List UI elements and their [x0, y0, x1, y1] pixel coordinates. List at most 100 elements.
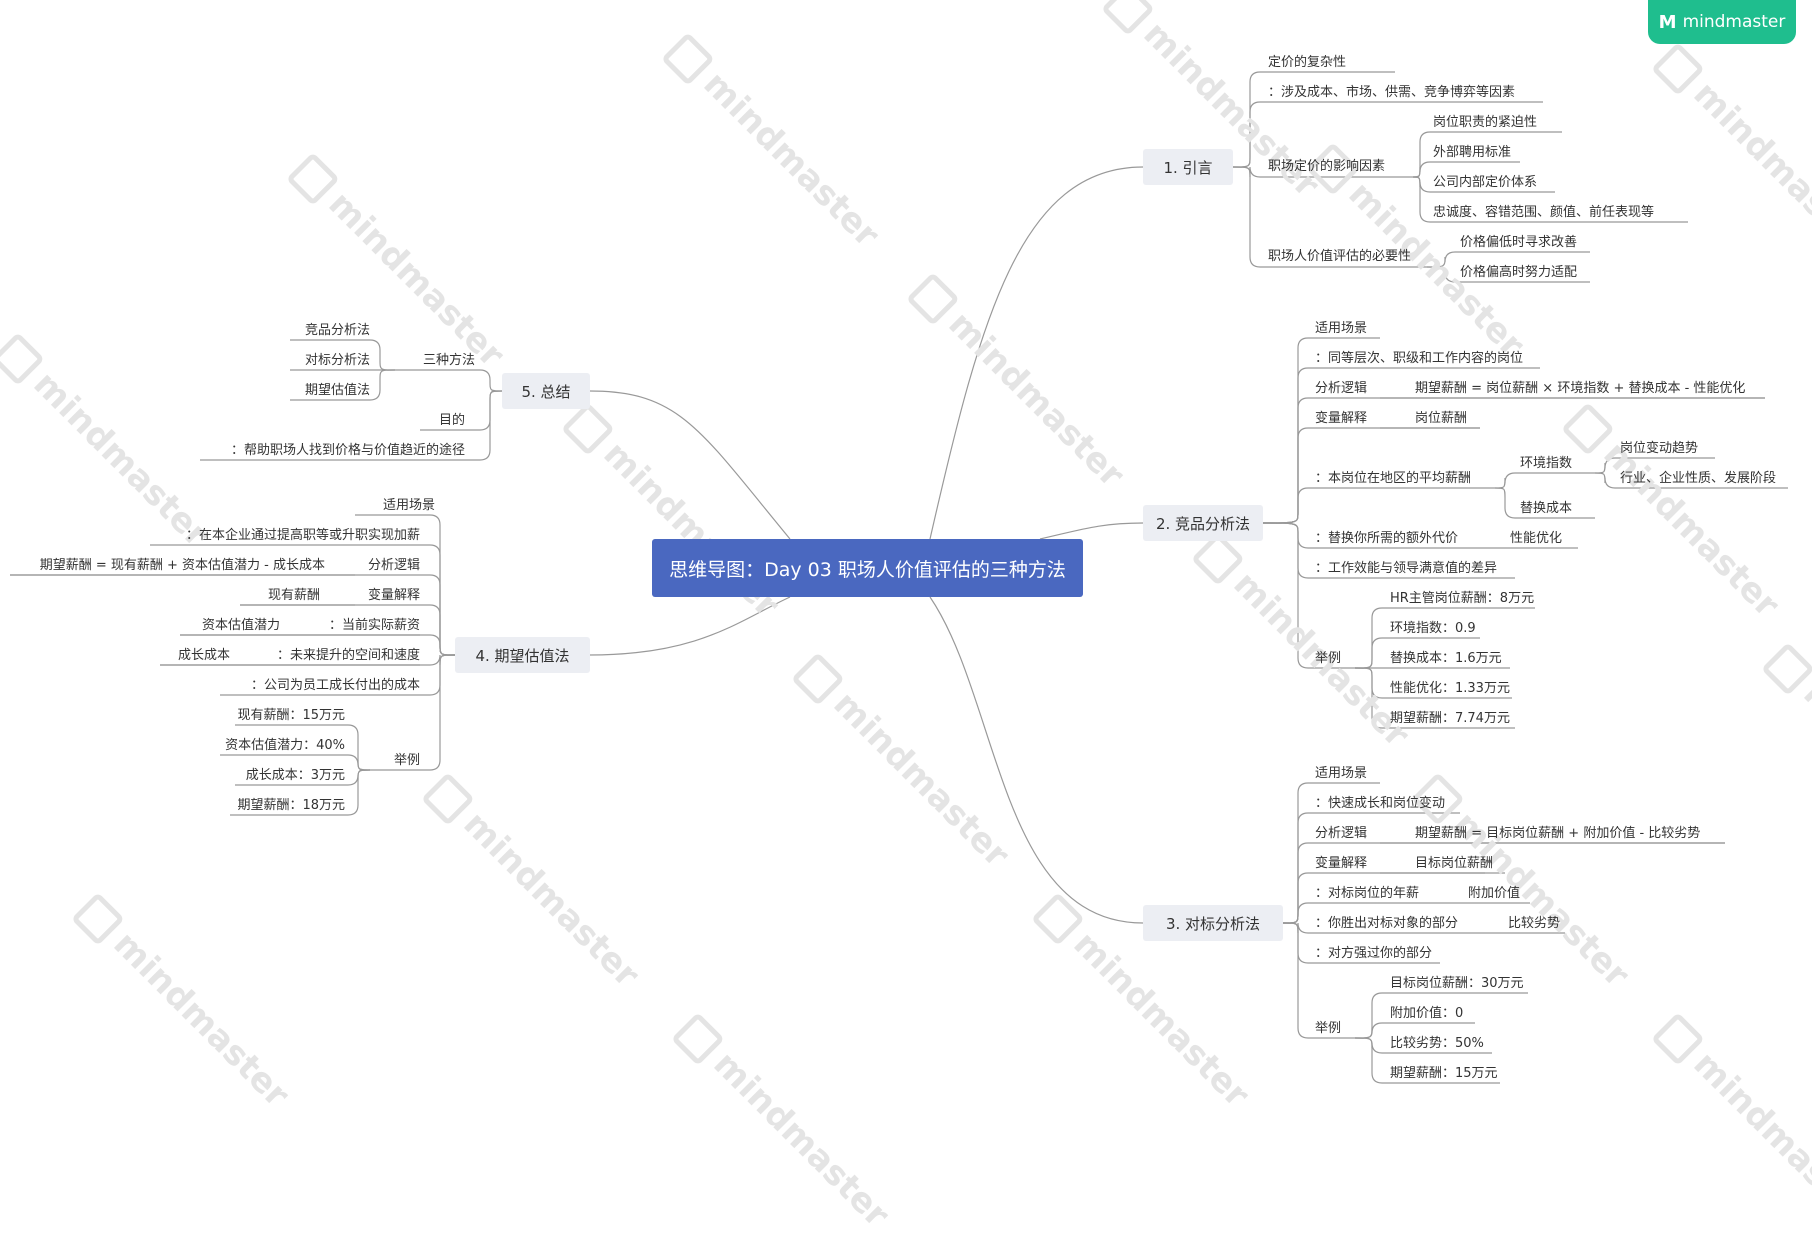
branch-expectation-valuation[interactable]: 4. 期望估值法	[455, 637, 590, 673]
node-scenario[interactable]: 适用场景	[382, 498, 435, 513]
node-example-item[interactable]: 期望薪酬：15万元	[1390, 1066, 1498, 1081]
node-scenario-detail[interactable]: ：快速成长和岗位变动	[1315, 796, 1446, 811]
node-example[interactable]: 举例	[1315, 651, 1342, 666]
node-var-desc[interactable]: ：公司为员工成长付出的成本	[250, 678, 420, 693]
node-var-desc[interactable]: ：当前实际薪资	[328, 618, 420, 633]
connector-line	[589, 596, 791, 656]
node-var-env-index[interactable]: 环境指数	[1520, 456, 1573, 471]
branch-competitor-analysis[interactable]: 2. 竞品分析法	[1143, 505, 1263, 541]
connector-line	[1282, 922, 1355, 1039]
node-method-item[interactable]: 竞品分析法	[304, 323, 370, 338]
mindmaster-logo-icon: M	[1658, 11, 1677, 33]
node-pricing-factors[interactable]: 职场定价的影响因素	[1268, 159, 1386, 174]
node-three-methods[interactable]: 三种方法	[422, 353, 475, 368]
node-necessity-item[interactable]: 价格偏高时努力适配	[1460, 265, 1578, 280]
node-var-added-value[interactable]: 附加价值	[1468, 886, 1521, 901]
connector-line	[1594, 457, 1715, 474]
connector-line	[1354, 1022, 1475, 1039]
node-var-performance[interactable]: 性能优化	[1510, 531, 1563, 546]
connector-line	[929, 166, 1144, 540]
node-var-current-salary[interactable]: 现有薪酬	[267, 588, 320, 603]
node-var-job-salary[interactable]: 岗位薪酬	[1415, 411, 1468, 426]
node-logic[interactable]: 分析逻辑	[1315, 381, 1368, 396]
connector-line	[1232, 166, 1427, 268]
connector-line	[220, 754, 371, 771]
node-var-desc[interactable]: ：本岗位在地区的平均薪酬	[1315, 471, 1472, 486]
node-example-item[interactable]: 附加价值：0	[1390, 1006, 1464, 1021]
node-example-item[interactable]: 替换成本：1.6万元	[1390, 651, 1502, 666]
node-example[interactable]: 举例	[1315, 1021, 1342, 1036]
connector-line	[1594, 472, 1788, 489]
node-scenario-detail[interactable]: ：在本企业通过提高职等或升职实现加薪	[185, 528, 420, 543]
node-env-item[interactable]: 岗位变动趋势	[1620, 441, 1699, 456]
node-example-item[interactable]: 期望薪酬：18万元	[237, 798, 345, 813]
node-scenario[interactable]: 适用场景	[1315, 321, 1368, 336]
connector-line	[200, 390, 503, 461]
connector-line	[1354, 1037, 1500, 1084]
node-vars[interactable]: 变量解释	[367, 588, 420, 603]
connector-line	[1282, 902, 1440, 924]
node-example-item[interactable]: 比较劣势：50%	[1390, 1036, 1484, 1051]
node-example-item[interactable]: 资本估值潜力：40%	[225, 738, 345, 753]
node-factor-item[interactable]: 公司内部定价体系	[1433, 175, 1538, 190]
node-pricing-complexity[interactable]: 定价的复杂性	[1268, 55, 1347, 70]
node-factor-item[interactable]: 岗位职责的紧迫性	[1433, 115, 1538, 130]
node-var-growth-cost[interactable]: 成长成本	[177, 648, 230, 663]
node-factor-item[interactable]: 忠诚度、容错范围、颜值、前任表现等	[1433, 205, 1655, 220]
connector-line	[230, 769, 371, 816]
node-formula[interactable]: 期望薪酬 = 目标岗位薪酬 + 附加价值 - 比较劣势	[1415, 826, 1701, 841]
node-example[interactable]: 举例	[393, 753, 420, 768]
connector-line	[1412, 161, 1520, 178]
connector-line	[1426, 251, 1590, 268]
branch-summary[interactable]: 5. 总结	[502, 373, 590, 409]
node-var-desc[interactable]: ：工作效能与领导满意值的差异	[1315, 561, 1498, 576]
node-env-item[interactable]: 行业、企业性质、发展阶段	[1620, 471, 1777, 486]
connector-line	[589, 390, 791, 540]
node-logic[interactable]: 分析逻辑	[1315, 826, 1368, 841]
root-title: 思维导图：Day 03 职场人价值评估的三种方法	[669, 558, 1066, 581]
node-var-desc[interactable]: ：替换你所需的额外代价	[1315, 531, 1459, 546]
node-method-item[interactable]: 对标分析法	[304, 353, 370, 368]
node-necessity-item[interactable]: 价格偏低时寻求改善	[1460, 235, 1578, 250]
mindmaster-logo[interactable]: M mindmaster	[1648, 0, 1796, 44]
node-vars[interactable]: 变量解释	[1315, 856, 1368, 871]
node-factor-item[interactable]: 外部聘用标准	[1433, 145, 1512, 160]
node-goal-detail[interactable]: ：帮助职场人找到价格与价值趋近的途径	[230, 443, 465, 458]
node-example-item[interactable]: 现有薪酬：15万元	[237, 708, 345, 723]
connector-line	[395, 369, 503, 392]
node-example-item[interactable]: 期望薪酬：7.74万元	[1390, 711, 1510, 726]
node-example-item[interactable]: 目标岗位薪酬：30万元	[1390, 976, 1524, 991]
branch-benchmark-analysis[interactable]: 3. 对标分析法	[1143, 905, 1283, 941]
root-topic[interactable]: 思维导图：Day 03 职场人价值评估的三种方法	[652, 539, 1083, 597]
connector-line	[1262, 487, 1495, 524]
connector-line	[929, 596, 1144, 924]
connector-line	[1494, 487, 1595, 519]
node-formula[interactable]: 期望薪酬 = 岗位薪酬 × 环境指数 + 替换成本 - 性能优化	[1415, 381, 1746, 396]
branch-intro[interactable]: 1. 引言	[1143, 149, 1233, 185]
node-pricing-complexity-detail[interactable]: ：涉及成本、市场、供需、竞争博弈等因素	[1268, 85, 1516, 100]
node-example-item[interactable]: 性能优化：1.33万元	[1390, 681, 1510, 696]
node-var-desc[interactable]: ：你胜出对标对象的部分	[1315, 916, 1459, 931]
node-var-disadvantage[interactable]: 比较劣势	[1508, 916, 1561, 931]
node-vars[interactable]: 变量解释	[1315, 411, 1368, 426]
connector-line	[180, 634, 456, 656]
node-method-item[interactable]: 期望估值法	[304, 383, 370, 398]
node-goal[interactable]: 目的	[438, 413, 465, 428]
node-example-item[interactable]: 环境指数：0.9	[1390, 621, 1476, 636]
node-var-replacement-cost[interactable]: 替换成本	[1520, 501, 1573, 516]
node-example-item[interactable]: HR主管岗位薪酬：8万元	[1390, 591, 1535, 606]
node-scenario-detail[interactable]: ：同等层次、职级和工作内容的岗位	[1315, 351, 1524, 366]
connector-line	[1262, 522, 1355, 669]
node-var-desc[interactable]: ：未来提升的空间和速度	[276, 648, 420, 663]
node-scenario[interactable]: 适用场景	[1315, 766, 1368, 781]
node-var-target-salary[interactable]: 目标岗位薪酬	[1415, 856, 1494, 871]
logo-text: mindmaster	[1682, 12, 1786, 32]
node-var-desc[interactable]: ：对方强过你的部分	[1315, 946, 1433, 961]
node-var-desc[interactable]: ：对标岗位的年薪	[1315, 886, 1420, 901]
node-formula[interactable]: 期望薪酬 = 现有薪酬 + 资本估值潜力 - 成长成本	[39, 558, 325, 573]
node-evaluation-necessity[interactable]: 职场人价值评估的必要性	[1268, 249, 1412, 264]
node-logic[interactable]: 分析逻辑	[367, 558, 420, 573]
node-example-item[interactable]: 成长成本：3万元	[245, 768, 345, 783]
node-var-capital-potential[interactable]: 资本估值潜力	[201, 618, 280, 633]
